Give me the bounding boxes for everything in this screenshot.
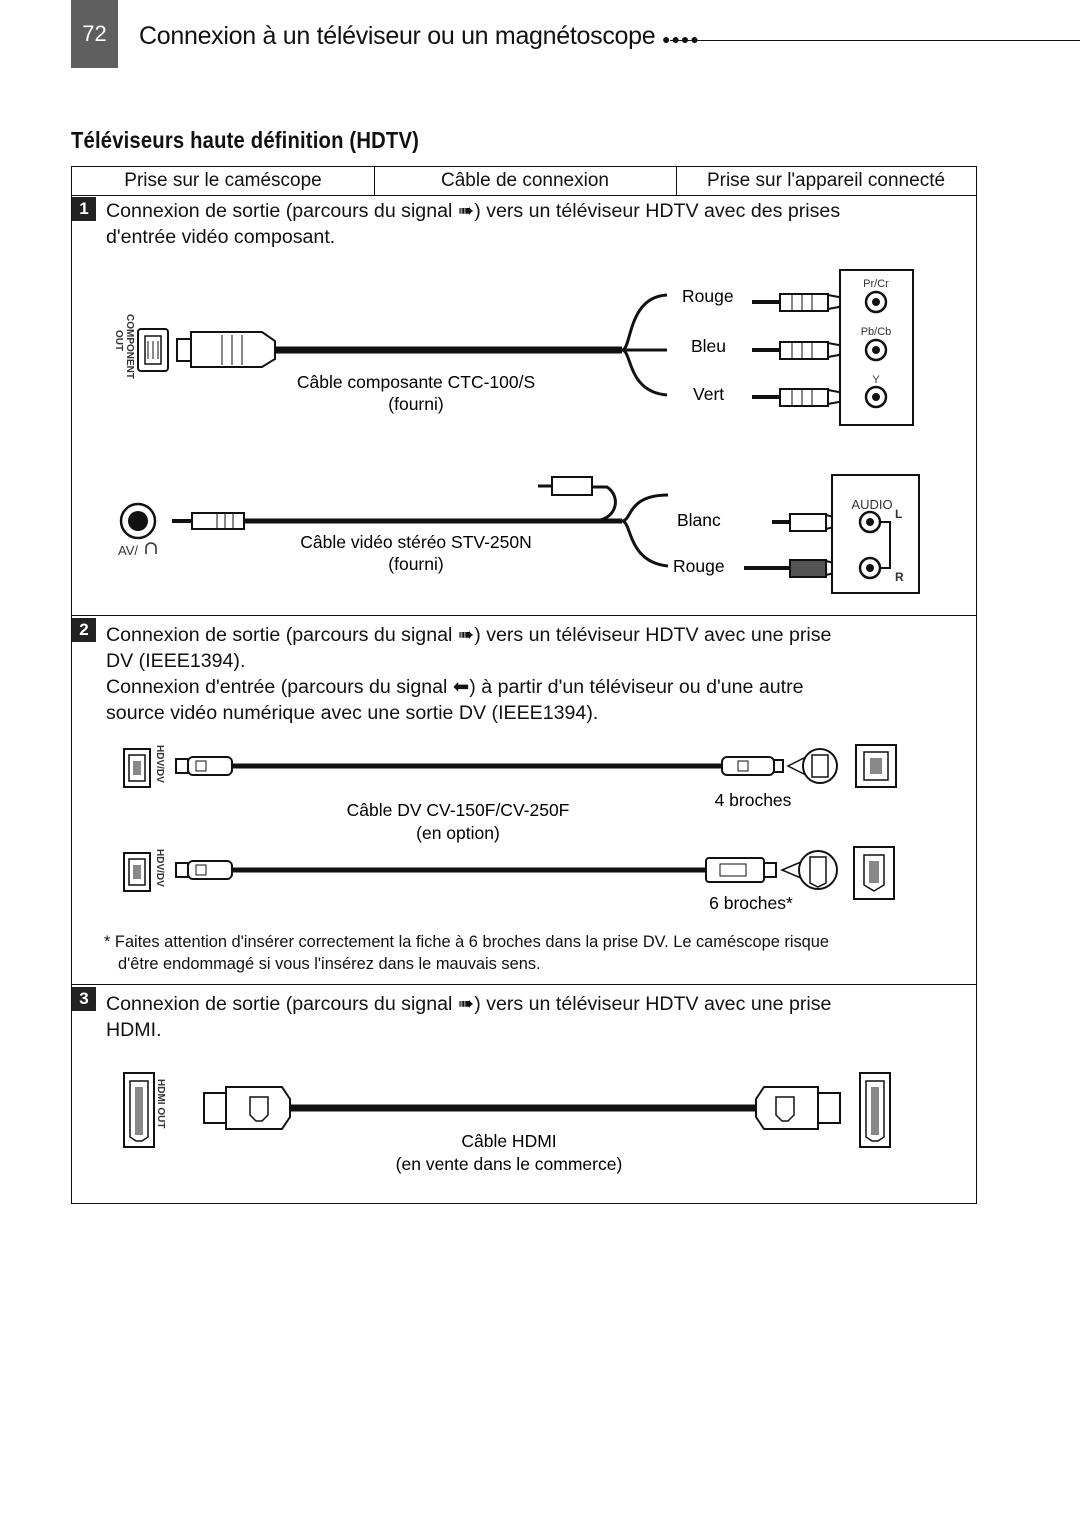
pins-6-label: 6 broches*: [709, 893, 793, 913]
tv-component-panel-icon: [839, 269, 914, 426]
cable-color-vert: Vert: [693, 384, 724, 404]
tv-dv-6pin-jack-icon: [853, 846, 895, 900]
cable-color-bleu: Bleu: [691, 336, 726, 356]
arrow-left-icon: ⬅: [452, 676, 470, 698]
step-text-part: ) à partir d'un téléviseur ou d'une autr…: [469, 676, 804, 698]
column-divider: [676, 167, 677, 195]
step-text-part: Connexion de sortie (parcours du signal: [106, 624, 453, 646]
step-3-text: Connexion de sortie (parcours du signal …: [106, 991, 966, 1043]
header-dots-icon: ●●●●: [662, 31, 700, 47]
column-header-cable: Câble de connexion: [441, 170, 609, 191]
av-jack-label: AV/: [118, 543, 138, 558]
dv-plug-icon: [175, 756, 233, 776]
hdmi-plug-icon: [203, 1086, 291, 1130]
step-text-part: d'entrée vidéo composant.: [106, 226, 336, 248]
section-title: Téléviseurs haute définition (HDTV): [71, 127, 420, 153]
component-cable-name: Câble composante CTC-100/S: [297, 372, 535, 392]
component-out-jack-icon: [137, 328, 169, 372]
dv-cable-note: (en option): [416, 823, 500, 843]
step-number: 1: [72, 197, 96, 221]
step-text-part: DV (IEEE1394).: [106, 650, 246, 672]
hdmi-jack-label: HDMI OUT: [155, 1079, 166, 1128]
dv-cable-name: Câble DV CV-150F/CV-250F: [347, 800, 570, 820]
rca-plug-icon: [744, 559, 839, 578]
step-text-part: ) vers un téléviseur HDTV avec des prise…: [474, 200, 841, 222]
dv-jack-icon: [123, 748, 151, 788]
step-text-part: HDMI.: [106, 1019, 162, 1041]
step-text-part: ) vers un téléviseur HDTV avec une prise: [474, 993, 832, 1015]
audio-r-label: R: [895, 570, 904, 584]
rca-plug-icon: [538, 476, 593, 496]
header-title: Connexion à un téléviseur ou un magnétos…: [139, 22, 700, 51]
step-text-part: source vidéo numérique avec une sortie D…: [106, 702, 599, 724]
component-plug-icon: [176, 331, 276, 368]
tv-audio-panel-icon: [831, 474, 920, 594]
header-title-text: Connexion à un téléviseur ou un magnétos…: [139, 22, 656, 50]
mini-plug-icon: [172, 512, 245, 530]
row-divider: [72, 195, 976, 196]
headphones-icon: [145, 542, 157, 554]
row-divider: [72, 615, 976, 616]
port-label-pr: Pr/Cr: [863, 278, 889, 290]
rca-plug-icon: [752, 293, 845, 312]
dv-cable-diagram: HDV/DV 4 broches Câble DV CV-150F/CV-250…: [123, 744, 897, 913]
arrow-right-icon: ➠: [457, 993, 475, 1015]
hdmi-cable-name: Câble HDMI: [461, 1131, 556, 1151]
hdmi-jack-icon: [123, 1072, 155, 1148]
step-2-text: Connexion de sortie (parcours du signal …: [106, 622, 966, 726]
cable-color-blanc: Blanc: [677, 510, 721, 530]
av-jack-icon: [119, 502, 157, 540]
audio-l-label: L: [895, 507, 902, 521]
header-rule: [670, 40, 1080, 41]
row-divider: [72, 984, 976, 985]
step-number: 3: [72, 987, 96, 1011]
footnote: * Faites attention d'insérer correctemen…: [104, 931, 974, 975]
cable-color-rouge-2: Rouge: [673, 556, 725, 576]
step-number: 2: [72, 618, 96, 642]
arrow-right-icon: ➠: [457, 624, 475, 646]
step-text-part: Connexion de sortie (parcours du signal: [106, 993, 453, 1015]
dv-plug-6pin-icon: [705, 857, 777, 883]
step-1-text: Connexion de sortie (parcours du signal …: [106, 198, 966, 250]
step-text-part: Connexion de sortie (parcours du signal: [106, 200, 453, 222]
footnote-line: * Faites attention d'insérer correctemen…: [104, 933, 830, 951]
step-text-part: Connexion d'entrée (parcours du signal: [106, 676, 448, 698]
dv-jack-label: HDV/DV: [154, 745, 165, 783]
hdmi-cable-note: (en vente dans le commerce): [396, 1154, 623, 1174]
dv-6pin-callout-icon: [780, 850, 838, 890]
footnote-line: d'être endommagé si vous l'insérez dans …: [118, 955, 541, 973]
dv-plug-icon: [175, 860, 233, 880]
component-out-label: COMPONENT: [124, 314, 135, 379]
connection-table: Prise sur le caméscope Câble de connexio…: [71, 166, 977, 1204]
hdmi-cable-diagram: HDMI OUT Câble HDMI (en vente dans le co…: [123, 1072, 891, 1174]
column-header-camcorder: Prise sur le caméscope: [124, 170, 322, 191]
component-cable-diagram: COMPONENT OUT Rouge Bleu Vert: [113, 269, 920, 594]
port-label-y: Y: [872, 374, 880, 386]
column-header-device: Prise sur l'appareil connecté: [706, 170, 946, 191]
page-number: 72: [71, 0, 118, 68]
component-out-label-2: OUT: [113, 330, 124, 351]
column-divider: [374, 167, 375, 195]
dv-jack-icon: [123, 852, 151, 892]
audio-label: AUDIO: [851, 497, 892, 512]
pins-4-label: 4 broches: [715, 790, 792, 810]
tv-dv-4pin-jack-icon: [855, 744, 897, 788]
hdmi-plug-icon: [755, 1086, 841, 1130]
tv-hdmi-jack-icon: [859, 1072, 891, 1148]
stereo-cable-name: Câble vidéo stéréo STV-250N: [300, 532, 532, 552]
rca-plug-icon: [752, 388, 845, 407]
dv-jack-label: HDV/DV: [154, 849, 165, 887]
arrow-right-icon: ➠: [457, 200, 475, 222]
port-label-pb: Pb/Cb: [861, 326, 892, 338]
dv-4pin-callout-icon: [786, 748, 838, 784]
cable-color-rouge: Rouge: [682, 286, 734, 306]
component-cable-note: (fourni): [388, 394, 443, 414]
rca-plug-icon: [752, 341, 845, 360]
rca-plug-icon: [772, 513, 839, 532]
dv-plug-4pin-icon: [721, 756, 784, 776]
stereo-cable-note: (fourni): [388, 554, 443, 574]
step-text-part: ) vers un téléviseur HDTV avec une prise: [474, 624, 832, 646]
